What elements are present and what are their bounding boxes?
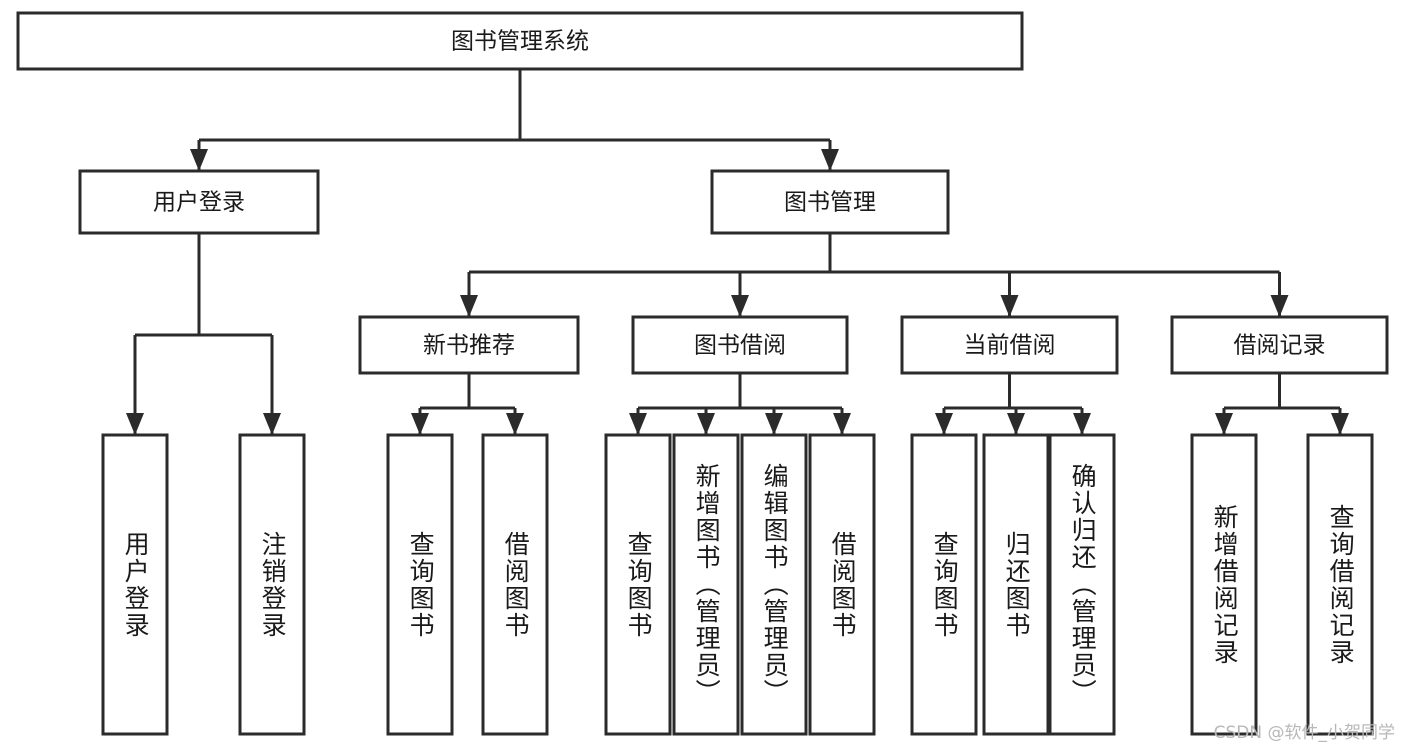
node-level2-0[interactable]: 用户登录 [78, 169, 320, 235]
node-leaf-0[interactable] [101, 433, 169, 736]
node-label: 当前借阅 [964, 333, 1056, 359]
node-leaf-5[interactable] [672, 433, 740, 736]
arrow-head-icon [411, 413, 429, 435]
node-leaf-7[interactable] [808, 433, 876, 736]
node-leaf-8[interactable] [910, 433, 978, 736]
node-leaf-12[interactable] [1306, 433, 1374, 736]
arrow-head-icon [506, 413, 524, 435]
node-leaf-3[interactable] [481, 433, 549, 736]
arrow-head-icon [765, 413, 783, 435]
node-leaf-4[interactable] [604, 433, 672, 736]
arrow-head-icon [460, 295, 478, 317]
arrow-head-icon [833, 413, 851, 435]
arrow-head-icon [1000, 295, 1019, 317]
watermark-text: CSDN @软件_小贺同学 [1213, 723, 1395, 743]
node-leaf-10[interactable] [1048, 433, 1116, 736]
arrow-head-icon [126, 413, 144, 435]
node-label: 图书管理系统 [451, 29, 589, 55]
arrow-head-icon [1007, 413, 1025, 435]
node-leaf-6[interactable] [740, 433, 808, 736]
node-leaf-1[interactable] [238, 433, 306, 736]
node-leaf-11[interactable] [1190, 433, 1258, 736]
arrow-head-icon [629, 413, 647, 435]
node-level3-0[interactable]: 新书推荐 [358, 315, 580, 375]
node-label: 图书管理 [784, 190, 876, 216]
arrow-head-icon [697, 413, 715, 435]
arrow-head-icon [1331, 413, 1349, 435]
arrow-head-icon [1073, 413, 1091, 435]
node-leaf-9[interactable] [982, 433, 1050, 736]
arrow-head-icon [731, 295, 749, 317]
node-label: 借阅记录 [1234, 333, 1326, 359]
connector-layer [126, 69, 1349, 435]
arrow-head-icon [1270, 295, 1289, 317]
node-label: 新书推荐 [423, 333, 515, 359]
arrow-head-icon [1215, 413, 1233, 435]
arrow-head-icon [190, 149, 208, 171]
node-level3-1[interactable]: 图书借阅 [631, 315, 849, 375]
node-level3-2[interactable]: 当前借阅 [900, 315, 1119, 375]
arrow-head-icon [935, 413, 953, 435]
node-leaf-2[interactable] [386, 433, 454, 736]
arrow-head-icon [263, 413, 281, 435]
node-level3-3[interactable]: 借阅记录 [1170, 315, 1389, 375]
node-label: 图书借阅 [694, 333, 786, 359]
arrow-head-icon [821, 149, 839, 171]
node-level2-1[interactable]: 图书管理 [710, 169, 950, 235]
node-root-图书管理系统[interactable]: 图书管理系统 [16, 11, 1024, 71]
node-label: 用户登录 [153, 190, 245, 216]
